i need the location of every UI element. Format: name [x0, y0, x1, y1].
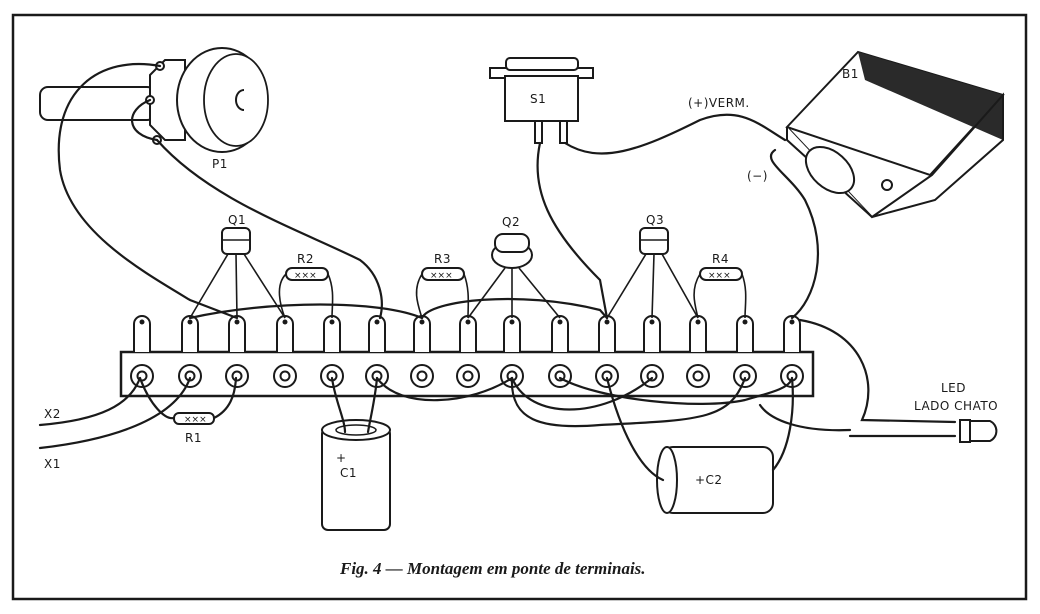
- solder-lug: [551, 315, 569, 352]
- lug-hole: [234, 319, 240, 325]
- led: [959, 419, 998, 443]
- eyelet: [273, 364, 297, 388]
- wiring: [38, 62, 957, 482]
- solder-lug: [783, 315, 801, 352]
- label-c1-plus: +: [336, 451, 347, 465]
- lug-hole: [329, 319, 335, 325]
- label-q2: Q2: [502, 215, 520, 229]
- resistor-r3: ×××: [421, 267, 465, 281]
- eyelet: [595, 364, 619, 388]
- solder-lug: [133, 315, 151, 352]
- lug-hole: [419, 319, 425, 325]
- lug-hole: [695, 319, 701, 325]
- svg-text:×××: ×××: [294, 271, 317, 281]
- solder-lug: [181, 315, 199, 352]
- label-s1: S1: [530, 92, 546, 106]
- lug-hole: [557, 319, 563, 325]
- label-r4: R4: [712, 252, 729, 266]
- solder-lug: [368, 315, 386, 352]
- svg-text:×××: ×××: [184, 415, 207, 425]
- figure-caption: Fig. 4 — Montagem em ponte de terminais.: [339, 559, 646, 578]
- battery-b1: [785, 50, 1005, 219]
- label-b1: B1: [842, 67, 859, 81]
- label-q3: Q3: [646, 213, 664, 227]
- lug-hole: [742, 319, 748, 325]
- potentiometer-p1: [39, 47, 269, 153]
- lug-hole: [374, 319, 380, 325]
- label-r3: R3: [434, 252, 451, 266]
- eyelet: [548, 364, 572, 388]
- label-c2: +C2: [695, 473, 723, 487]
- label-minus: (−): [747, 169, 768, 183]
- label-lado-chato: LADO CHATO: [914, 399, 998, 413]
- label-x2: X2: [44, 407, 61, 421]
- capacitor-c1: [321, 419, 391, 531]
- label-plus-verm: (+)VERM.: [688, 96, 750, 110]
- eyelet: [456, 364, 480, 388]
- lug-hole: [649, 319, 655, 325]
- solder-lugs: [133, 315, 801, 352]
- label-x1: X1: [44, 457, 61, 471]
- lug-hole: [789, 319, 795, 325]
- label-r1: R1: [185, 431, 202, 445]
- label-r2: R2: [297, 252, 314, 266]
- resistor-r4: ×××: [699, 267, 743, 281]
- lug-hole: [465, 319, 471, 325]
- eyelet: [686, 364, 710, 388]
- eyelet: [410, 364, 434, 388]
- lug-hole: [604, 319, 610, 325]
- svg-text:×××: ×××: [430, 271, 453, 281]
- figure-frame: [11, 13, 1028, 601]
- eyelet: [225, 364, 249, 388]
- eyelet: [733, 364, 757, 388]
- label-p1: P1: [212, 157, 228, 171]
- label-led: LED: [941, 381, 966, 395]
- svg-text:×××: ×××: [708, 271, 731, 281]
- eyelet: [130, 364, 154, 388]
- label-c1: C1: [340, 466, 357, 480]
- resistor-r1: ×××: [173, 412, 215, 425]
- transistor-q1: [221, 227, 251, 255]
- lug-hole: [509, 319, 515, 325]
- lug-hole: [139, 319, 145, 325]
- transistor-q2: [491, 233, 533, 269]
- eyelets: [130, 364, 804, 388]
- eyelet: [365, 364, 389, 388]
- switch-s1: [489, 57, 594, 144]
- label-q1: Q1: [228, 213, 246, 227]
- eyelet: [178, 364, 202, 388]
- terminal-strip: [119, 315, 815, 398]
- transistor-q3: [639, 227, 669, 255]
- lug-hole: [282, 319, 288, 325]
- lug-hole: [187, 319, 193, 325]
- resistor-r2: ×××: [285, 267, 329, 281]
